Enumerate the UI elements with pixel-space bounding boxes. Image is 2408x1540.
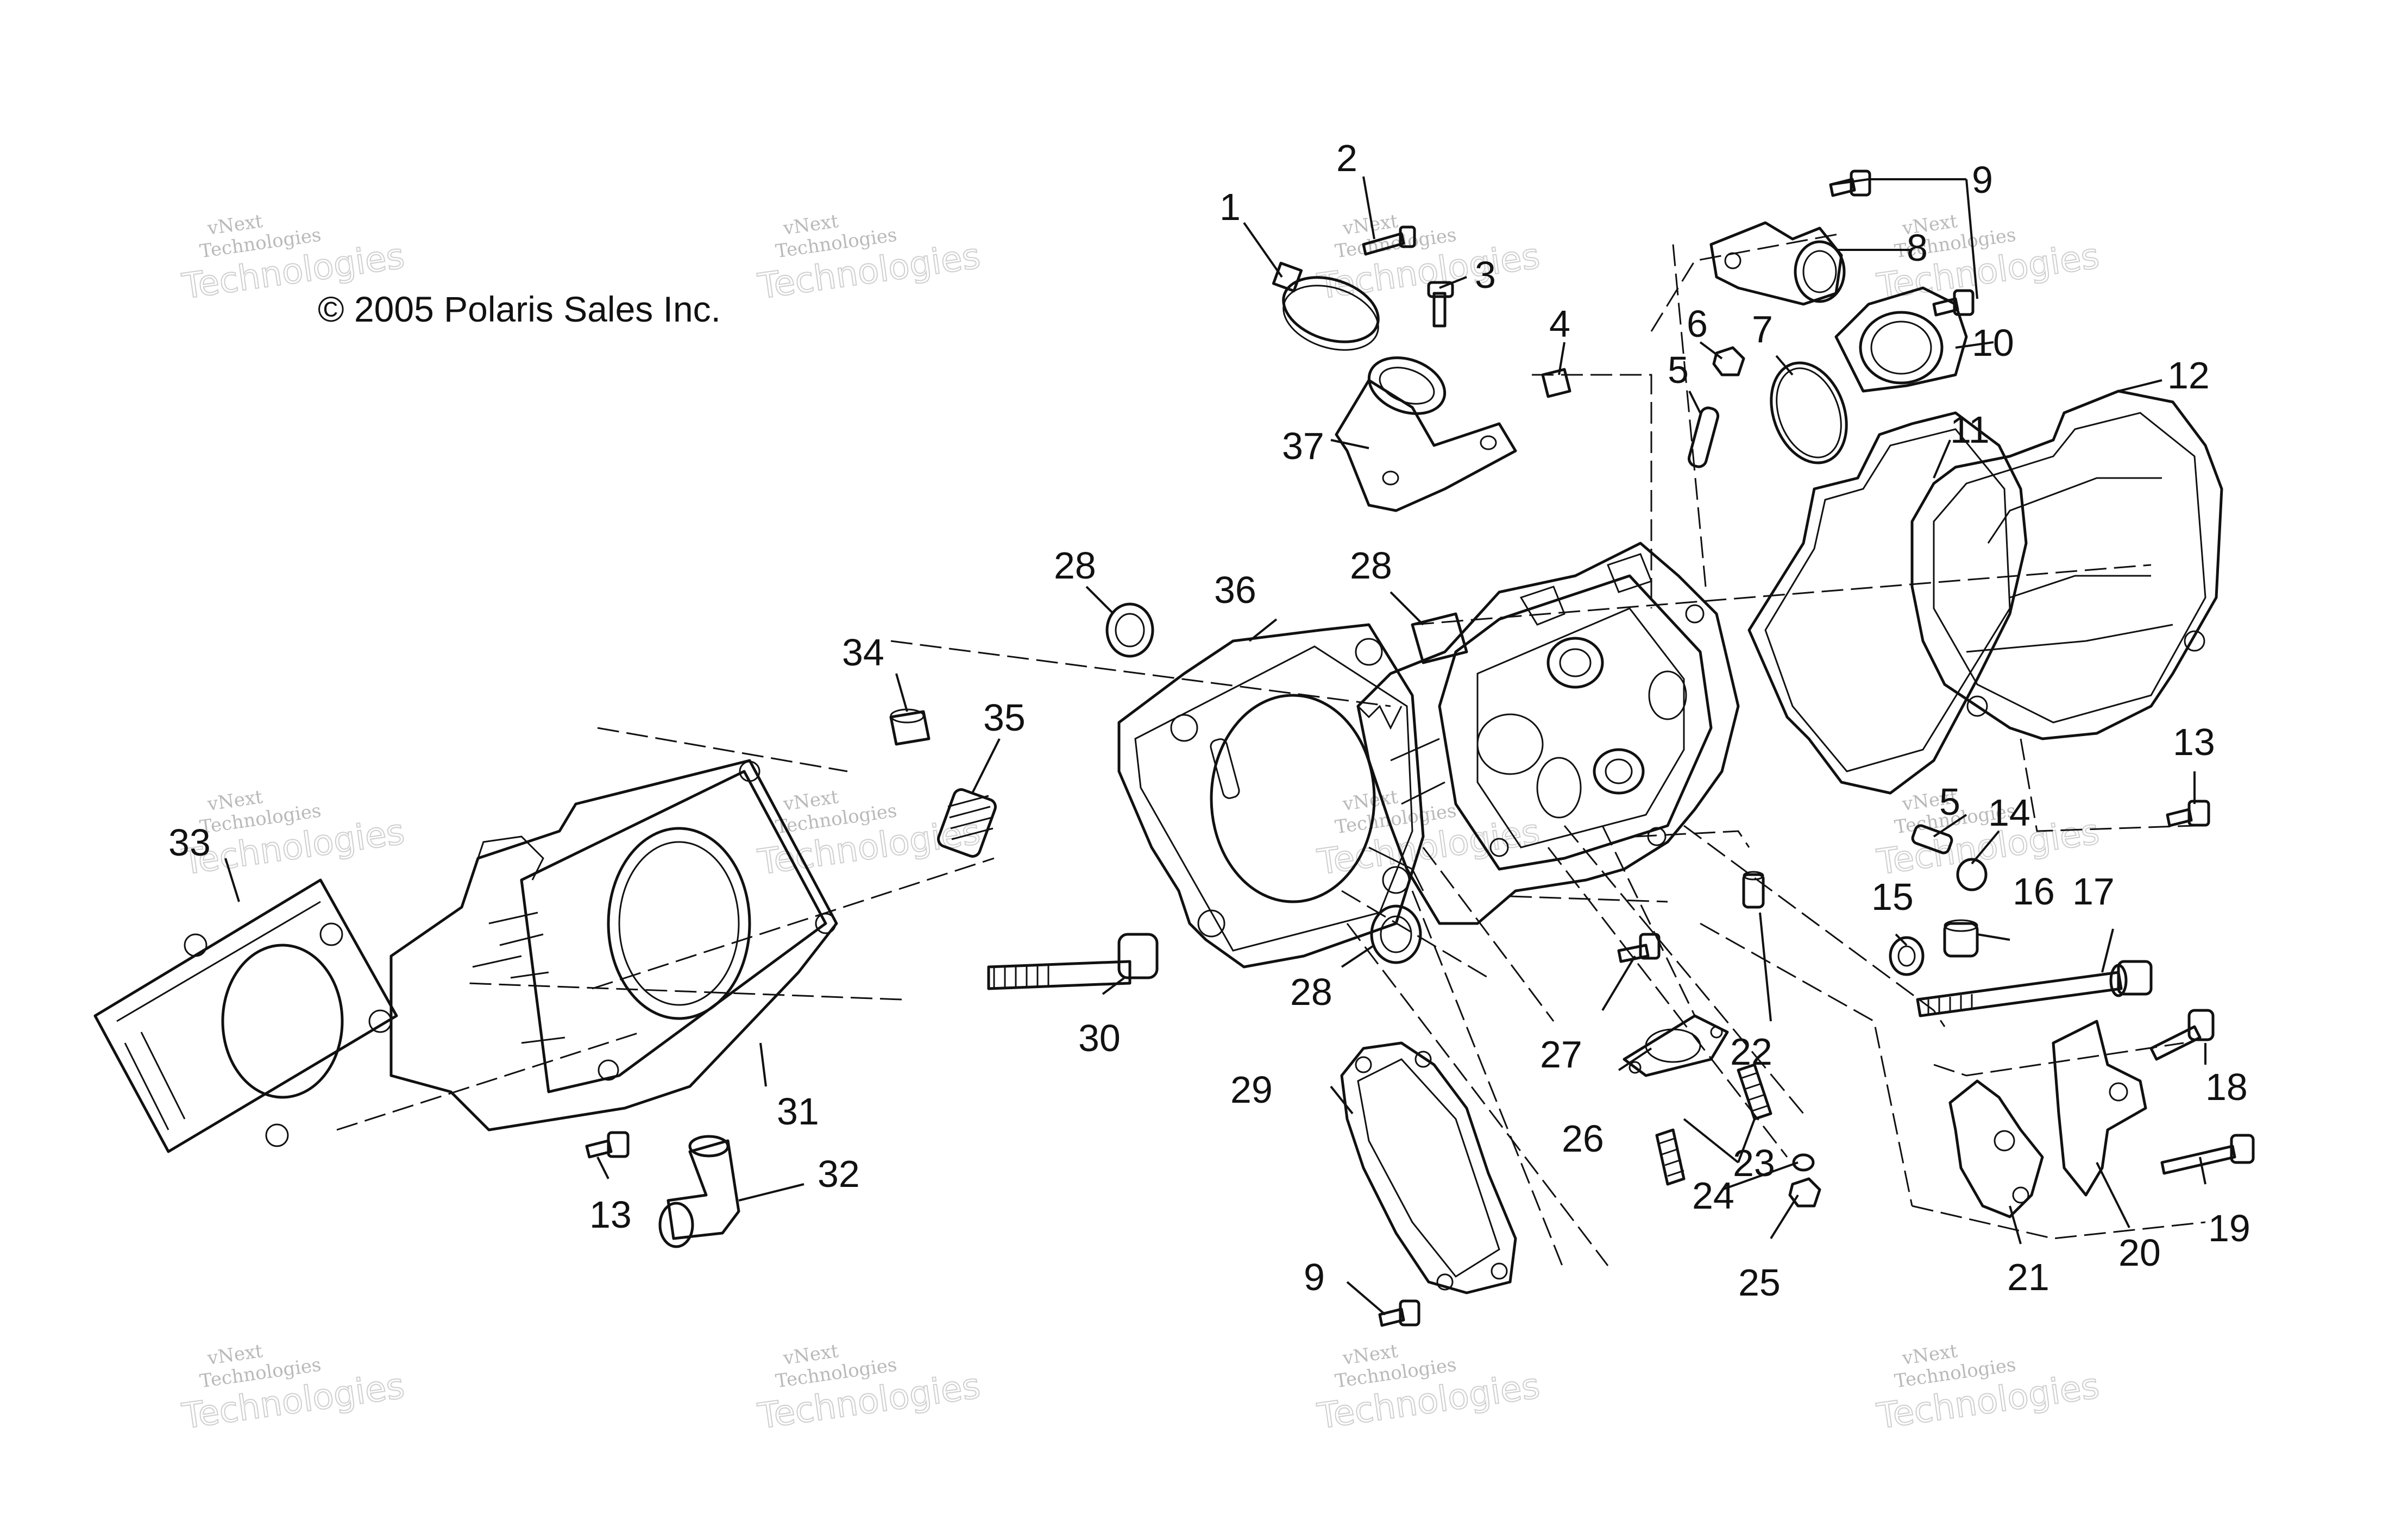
leader-lines: [224, 176, 2206, 1316]
callout-26: 26: [1562, 1117, 1604, 1160]
part-24-lock-washer: [1792, 1153, 1815, 1172]
callout-9-top: 9: [1972, 159, 1993, 201]
part-13-bolt-right: [2166, 800, 2210, 827]
part-28-seal-bottom: [1370, 904, 1422, 964]
part-17-bolt: [1916, 960, 2153, 1017]
part-5-sleeve-top: [1687, 406, 1720, 468]
part-1-clamp: [1272, 261, 1380, 351]
callout-2: 2: [1336, 137, 1357, 179]
part-29-side-cover: [1340, 1041, 1517, 1294]
part-14-nut: [1956, 858, 1988, 891]
callout-labels: 1 2 3 4 5 6 7 8 9 10 11 12 13 5 14 15 16…: [168, 137, 2250, 1304]
callout-24: 24: [1692, 1174, 1734, 1217]
callout-5-top: 5: [1668, 349, 1689, 391]
callout-3: 3: [1475, 254, 1496, 296]
part-36-head-gasket: [1117, 623, 1425, 969]
callout-13-left: 13: [589, 1193, 632, 1236]
callout-28-top: 28: [1350, 544, 1392, 587]
callout-19: 19: [2208, 1207, 2250, 1249]
callout-27: 27: [1540, 1033, 1582, 1076]
part-2-screw: [1362, 225, 1416, 256]
callout-29: 29: [1230, 1068, 1273, 1111]
callout-5-right: 5: [1939, 781, 1960, 823]
part-18-bolt: [2149, 1009, 2215, 1061]
watermark: vNext Technologies Technologies: [755, 1340, 983, 1437]
callout-7: 7: [1752, 308, 1773, 350]
part-27-bolt: [1617, 933, 1661, 963]
callout-28-bottom: 28: [1290, 971, 1332, 1013]
part-37-intake-boot: [1335, 356, 1517, 512]
part-8-coolant-outlet: [1709, 221, 1846, 306]
callout-28-left: 28: [1054, 544, 1096, 587]
part-7-o-ring: [1770, 361, 1848, 464]
part-6-nut: [1712, 346, 1745, 376]
callout-34: 34: [842, 631, 884, 674]
part-19-bolt: [2160, 1134, 2255, 1175]
callout-20: 20: [2118, 1231, 2161, 1274]
part-5-sleeve-right: [1911, 824, 1953, 854]
callout-6: 6: [1687, 303, 1708, 345]
part-30-stud: [987, 933, 1159, 990]
watermark: vNext Technologies Technologies: [1315, 210, 1543, 307]
callout-25: 25: [1738, 1261, 1781, 1304]
part-34-dowel-pin: [889, 708, 930, 746]
callout-36: 36: [1214, 569, 1256, 611]
callout-8: 8: [1907, 227, 1928, 269]
part-26-exhaust-gasket: [1623, 1014, 1729, 1077]
part-9-bolt-bottom: [1378, 1299, 1420, 1327]
part-4-dowel: [1541, 368, 1571, 398]
callout-31: 31: [777, 1090, 819, 1133]
callout-32: 32: [818, 1153, 860, 1195]
callout-30: 30: [1078, 1017, 1121, 1059]
callout-18: 18: [2205, 1066, 2248, 1108]
assembly-lines: [336, 232, 2206, 1272]
part-20-bracket: [2052, 1020, 2147, 1197]
watermark: vNext Technologies Technologies: [1315, 1340, 1543, 1437]
part-31-cylinder: [389, 759, 838, 1132]
callout-23: 23: [1733, 1142, 1775, 1184]
watermark: vNext Technologies Technologies: [179, 1340, 407, 1437]
callout-17: 17: [2072, 870, 2115, 913]
part-22-dowel: [1742, 871, 1765, 909]
part-10-thermostat-housing: [1834, 286, 1968, 393]
part-28-seal-top: [1411, 612, 1468, 664]
callout-37: 37: [1282, 425, 1324, 467]
part-25-nut: [1788, 1177, 1821, 1208]
callout-11: 11: [1950, 408, 1990, 451]
cylinder-head: [1356, 542, 1740, 925]
callout-16: 16: [2013, 870, 2055, 913]
callout-4: 4: [1549, 303, 1570, 345]
watermark: vNext Technologies Technologies: [755, 210, 983, 307]
part-28-seal-top-left: [1105, 602, 1154, 658]
copyright-notice: © 2005 Polaris Sales Inc.: [318, 289, 721, 329]
part-9-bolt-top: [1829, 169, 1871, 197]
callout-22: 22: [1730, 1030, 1772, 1073]
part-35-fitting: [937, 788, 997, 858]
part-12-valve-cover: [1910, 389, 2223, 740]
part-23-stud-1: [1655, 1128, 1686, 1186]
callout-13-right: 13: [2173, 721, 2215, 763]
callout-10: 10: [1972, 322, 2014, 364]
part-11-valve-cover-gasket: [1747, 411, 2028, 795]
callout-35: 35: [983, 696, 1026, 739]
callout-15: 15: [1871, 876, 1914, 918]
part-33-cylinder-base-gasket: [93, 878, 398, 1153]
part-13-bolt-left: [585, 1131, 630, 1159]
part-23-stud-2: [1737, 1063, 1772, 1121]
callout-9-bottom: 9: [1304, 1256, 1325, 1298]
watermark: vNext Technologies Technologies: [1874, 1340, 2102, 1437]
callout-14: 14: [1988, 791, 2030, 834]
part-21-bracket: [1948, 1079, 2044, 1218]
part-32-elbow-fitting: [658, 1135, 740, 1248]
callout-21: 21: [2007, 1256, 2049, 1298]
part-16-plug: [1943, 919, 1979, 958]
watermark: vNext Technologies Technologies: [1315, 786, 1543, 883]
callout-1: 1: [1219, 186, 1241, 228]
part-3-screw: [1427, 281, 1454, 328]
callout-33: 33: [168, 821, 211, 864]
callout-12: 12: [2167, 354, 2210, 397]
part-15-washer: [1889, 936, 1925, 976]
